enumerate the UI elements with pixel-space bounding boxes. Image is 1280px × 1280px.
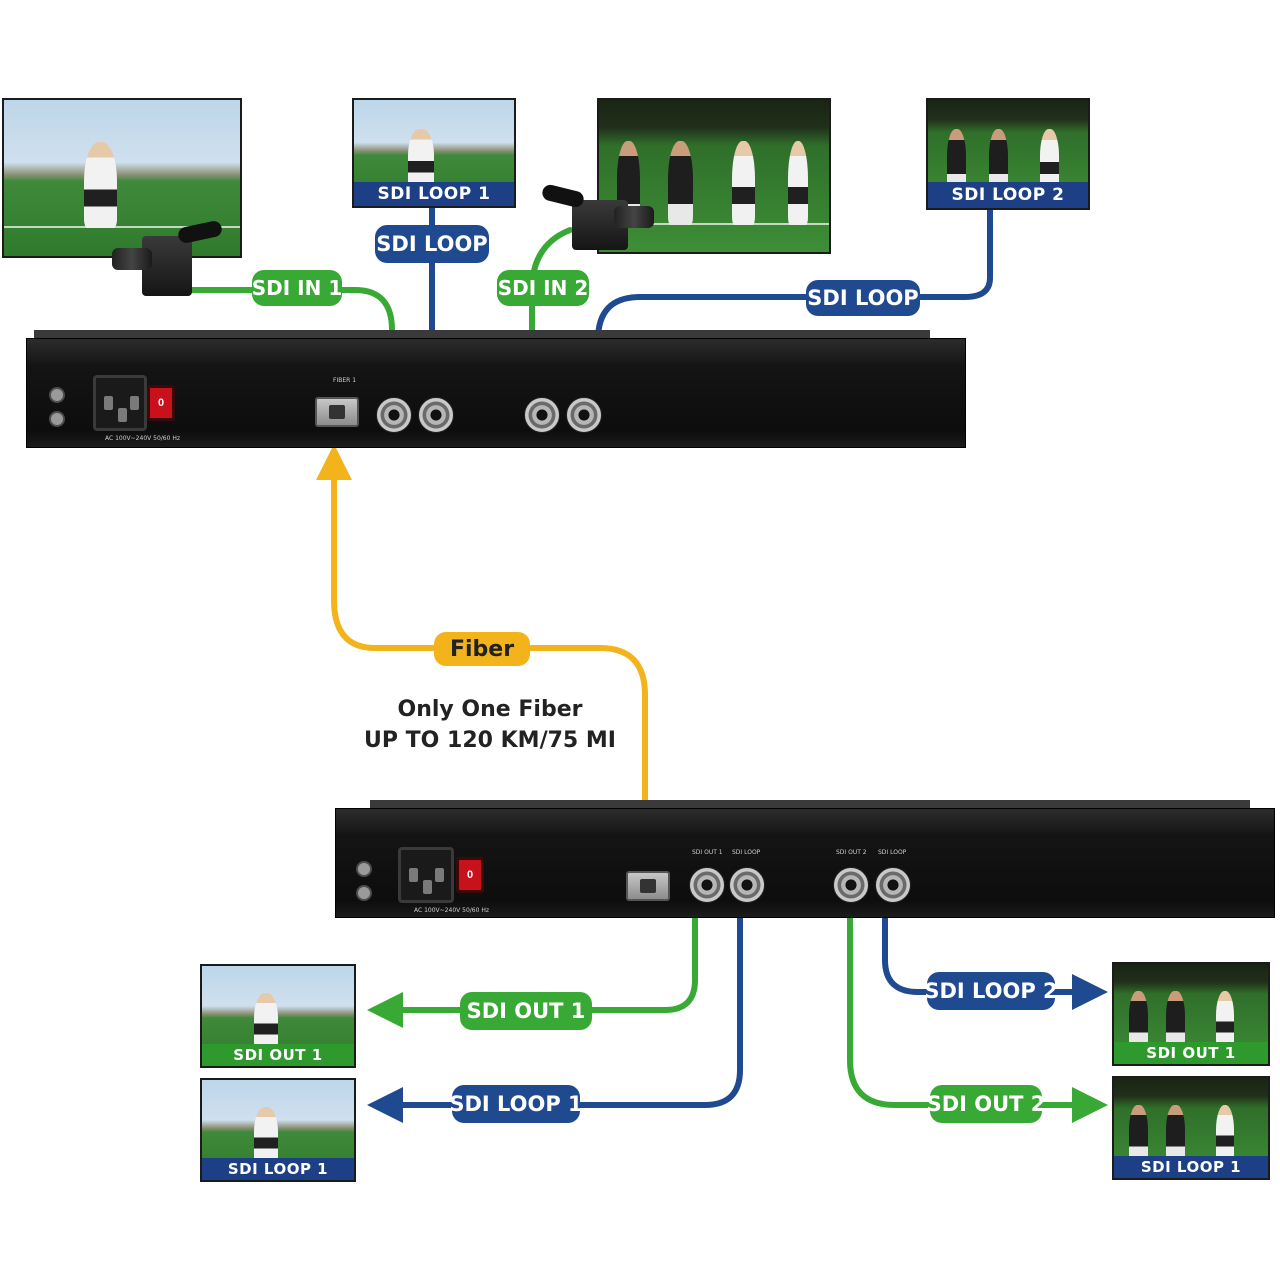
label-sdi-in-1: SDI IN 1 <box>252 270 342 306</box>
fiber-note-line-1: Only One Fiber <box>397 697 583 722</box>
fiber-port[interactable] <box>315 397 359 427</box>
video-scene <box>4 100 240 256</box>
bnc-sdi-out-2[interactable] <box>833 867 869 903</box>
wire-sdi-loop-1-bottom <box>367 902 743 1123</box>
monitor-sdi-loop-1-left: SDI LOOP 1 <box>200 1078 356 1182</box>
wire-sdi-in-1 <box>182 287 410 390</box>
monitor-sdi-loop-1-top: SDI LOOP 1 <box>352 98 516 208</box>
monitor-sdi-out-1-left: SDI OUT 1 <box>200 964 356 1068</box>
wire-sdi-loop-2-bottom <box>882 902 1108 1010</box>
power-spec-label: AC 100V~240V 50/60 Hz <box>414 907 490 914</box>
receiver-unit: 0 AC 100V~240V 50/60 Hz SDI OUT 1 SDI LO… <box>335 808 1275 918</box>
label-sdi-out-1: SDI OUT 1 <box>460 992 592 1030</box>
monitor-caption: SDI LOOP 1 <box>1114 1156 1268 1178</box>
fiber-note-line-2: UP TO 120 KM/75 MI <box>364 728 616 753</box>
bnc-sdi-loop-1[interactable] <box>729 867 765 903</box>
port-label-sdi-out-1: SDI OUT 1 <box>692 849 723 856</box>
bnc-sdi-loop-1[interactable] <box>418 397 454 433</box>
transmitter-unit: 0 AC 100V~240V 50/60 Hz FIBER 1 <box>26 338 966 448</box>
wire-sdi-loop-2-top <box>580 207 993 390</box>
label-sdi-out-2: SDI OUT 2 <box>927 1085 1045 1123</box>
ground-screw-icon <box>356 885 372 901</box>
power-socket-icon <box>398 847 454 903</box>
label-sdi-loop-top-1: SDI LOOP <box>375 225 489 263</box>
monitor-caption: SDI LOOP 1 <box>202 1158 354 1180</box>
port-label-sdi-loop-2: SDI LOOP <box>878 849 907 856</box>
bnc-sdi-out-1[interactable] <box>689 867 725 903</box>
ground-screw-icon <box>356 861 372 877</box>
receiver-top-edge <box>370 800 1250 810</box>
monitor-caption: SDI LOOP 2 <box>928 182 1088 208</box>
power-switch[interactable]: 0 <box>147 385 175 421</box>
monitor-caption: SDI OUT 1 <box>1114 1042 1268 1064</box>
bnc-sdi-loop-2[interactable] <box>566 397 602 433</box>
fiber-port[interactable] <box>626 871 670 901</box>
ground-screw-icon <box>49 411 65 427</box>
wire-fiber <box>316 444 648 853</box>
power-spec-label: AC 100V~240V 50/60 Hz <box>105 435 181 442</box>
power-socket-icon <box>93 375 147 431</box>
wire-sdi-out-2 <box>847 902 1108 1123</box>
bnc-sdi-in-2[interactable] <box>524 397 560 433</box>
label-sdi-in-2: SDI IN 2 <box>497 270 589 306</box>
bnc-sdi-loop-2[interactable] <box>875 867 911 903</box>
bnc-sdi-in-1[interactable] <box>376 397 412 433</box>
label-fiber: Fiber <box>434 632 530 666</box>
monitor-sdi-loop-2-top: SDI LOOP 2 <box>926 98 1090 210</box>
monitor-caption: SDI OUT 1 <box>202 1044 354 1066</box>
power-switch[interactable]: 0 <box>456 857 484 893</box>
camera-1-icon <box>112 219 224 306</box>
port-label-sdi-out-2: SDI OUT 2 <box>836 849 867 856</box>
label-sdi-loop-top-2: SDI LOOP <box>806 280 920 316</box>
monitor-sdi-out-1-right: SDI OUT 1 <box>1112 962 1270 1066</box>
camera-2-icon <box>540 183 654 256</box>
transmitter-top-edge <box>34 330 930 340</box>
monitor-sdi-loop-1-right: SDI LOOP 1 <box>1112 1076 1270 1180</box>
label-sdi-loop-1: SDI LOOP 1 <box>449 1085 583 1123</box>
monitor-caption: SDI LOOP 1 <box>354 182 514 206</box>
fiber-port-label: FIBER 1 <box>333 377 357 384</box>
ground-screw-icon <box>49 387 65 403</box>
wire-sdi-out-1 <box>367 902 698 1028</box>
port-label-sdi-loop-1: SDI LOOP <box>732 849 761 856</box>
label-sdi-loop-2: SDI LOOP 2 <box>924 972 1058 1010</box>
